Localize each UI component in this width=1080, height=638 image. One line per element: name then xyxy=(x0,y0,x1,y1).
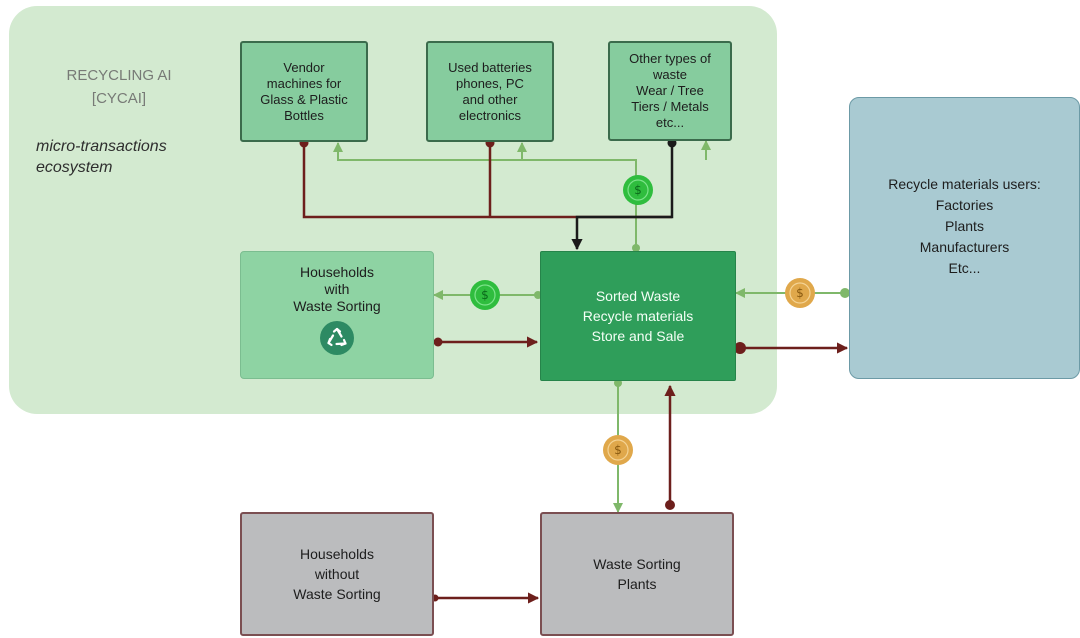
box-line: Wear / Tree xyxy=(636,83,704,98)
box-line: Recycle materials xyxy=(582,308,694,324)
households-without-sorting-box: Households without Waste Sorting xyxy=(240,512,434,636)
brand-code: [CYCAI] xyxy=(91,90,147,107)
material-flow-lines xyxy=(302,143,849,604)
dollar-coin-icon: $ xyxy=(603,435,633,465)
brand-name: RECYCLING AI xyxy=(66,67,172,84)
waste-sorting-plants-box: Waste Sorting Plants xyxy=(540,512,734,636)
vendor-machines-box: Vendor machines for Glass & Plastic Bott… xyxy=(240,41,368,142)
material-flow-other-waste xyxy=(571,143,674,251)
box-line: electronics xyxy=(458,107,522,123)
tagline-line-1: micro-transactions xyxy=(36,138,167,155)
coin-symbol: $ xyxy=(614,443,622,457)
box-line: Sorted Waste xyxy=(595,288,681,304)
ecosystem-tagline: micro-transactions ecosystem xyxy=(36,136,236,178)
box-line: without xyxy=(314,566,360,582)
box-line: with xyxy=(324,281,350,297)
box-line: Waste Sorting xyxy=(593,556,681,572)
box-line: Bottles xyxy=(284,107,324,123)
box-line: Etc... xyxy=(948,260,981,276)
box-line: Glass & Plastic xyxy=(260,91,348,107)
box-line: machines for xyxy=(266,75,342,91)
box-line: Households xyxy=(300,546,374,562)
box-line: Recycle materials users: xyxy=(888,176,1041,192)
coin-symbol: $ xyxy=(481,288,489,302)
coin-symbol: $ xyxy=(796,286,804,300)
box-line: Waste Sorting xyxy=(293,298,381,314)
box-line: Households xyxy=(300,264,374,280)
box-line: Other types of xyxy=(629,51,711,66)
box-line: Plants xyxy=(945,218,984,234)
households-with-sorting-box: Households with Waste Sorting xyxy=(240,251,434,379)
box-line: Factories xyxy=(935,197,994,213)
box-line: etc... xyxy=(655,115,685,130)
dollar-coin-icon: $ xyxy=(470,280,500,310)
box-line: Tiers / Metals xyxy=(631,99,709,114)
box-line: Used batteries xyxy=(448,59,532,75)
box-line: phones, PC xyxy=(456,75,524,91)
brand-title: RECYCLING AI [CYCAI] xyxy=(48,64,190,110)
payment-flow-top-distribution xyxy=(333,142,637,248)
box-line: Store and Sale xyxy=(591,328,685,344)
recycle-materials-users-box: Recycle materials users: Factories Plant… xyxy=(849,97,1080,379)
box-line: waste xyxy=(653,67,687,82)
tagline-line-2: ecosystem xyxy=(36,159,113,176)
coin-symbol: $ xyxy=(634,183,642,197)
box-line: Vendor xyxy=(283,59,325,75)
box-line: Waste Sorting xyxy=(293,586,381,602)
box-line: Manufacturers xyxy=(919,239,1010,255)
dollar-coin-icon: $ xyxy=(623,175,653,205)
sorted-waste-store-box: Sorted Waste Recycle materials Store and… xyxy=(540,251,736,381)
recycle-icon xyxy=(320,321,354,355)
used-batteries-box: Used batteries phones, PC and other elec… xyxy=(426,41,554,142)
box-line: and other xyxy=(462,91,518,107)
material-flow-from-vendor xyxy=(302,143,672,219)
dollar-coin-icon: $ xyxy=(785,278,815,308)
other-waste-box: Other types of waste Wear / Tree Tiers /… xyxy=(608,41,732,141)
box-line: Plants xyxy=(617,576,657,592)
